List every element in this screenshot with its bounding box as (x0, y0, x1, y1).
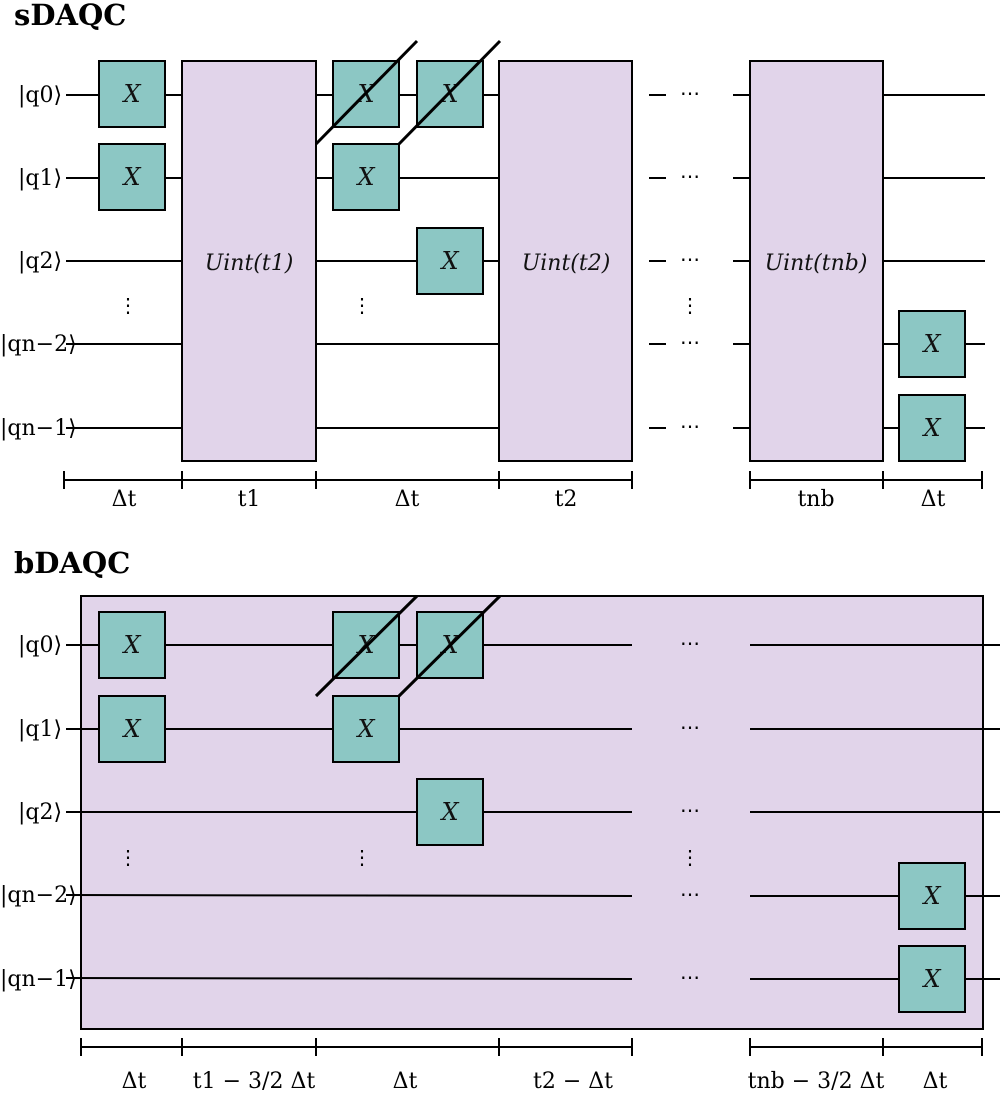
bdaqc-title: bDAQC (14, 546, 130, 580)
svg-text:⋮: ⋮ (680, 845, 700, 869)
x-gate (332, 143, 400, 211)
qubit-label-qn-2: |qn−2⟩ (0, 332, 77, 357)
x-gate (898, 310, 966, 378)
svg-text:X: X (355, 715, 375, 743)
time-label: t1 (238, 487, 261, 512)
time-label: t1 − 3/2 Δt (193, 1069, 316, 1094)
svg-text:⋯: ⋯ (680, 81, 700, 105)
sdaqc-title: sDAQC (14, 0, 126, 32)
bdaqc-gates: X X X X X X X X (98, 594, 966, 1013)
svg-text:X: X (921, 882, 941, 910)
svg-text:X: X (121, 80, 141, 108)
time-label: t2 (555, 487, 578, 512)
svg-text:⋯: ⋯ (680, 631, 700, 655)
svg-text:⋮: ⋮ (352, 293, 372, 317)
interaction-label-1: Uint(t1) (205, 251, 294, 276)
time-label: Δt (921, 487, 946, 512)
qubit-label-q1: |q1⟩ (18, 717, 62, 742)
time-label: tnb (797, 487, 834, 512)
svg-text:⋯: ⋯ (680, 164, 700, 188)
x-gate (98, 60, 166, 128)
x-gate (332, 695, 400, 763)
time-label: Δt (395, 487, 420, 512)
qubit-label-qn-2: |qn−2⟩ (0, 883, 77, 908)
qubit-label-qn-1: |qn−1⟩ (0, 416, 77, 441)
interaction-block-2 (498, 60, 633, 462)
bdaqc-qubit-labels: |q0⟩ |q1⟩ |q2⟩ |qn−2⟩ |qn−1⟩ (0, 633, 77, 992)
qubit-label-q2: |q2⟩ (18, 800, 62, 825)
svg-text:⋮: ⋮ (352, 845, 372, 869)
x-gate (898, 945, 966, 1013)
cancellation-slash (314, 39, 419, 146)
time-label: Δt (923, 1069, 948, 1094)
qubit-label-q2: |q2⟩ (18, 249, 62, 274)
sdaqc-time-axis: Δt t1 Δt t2 tnb Δt (63, 471, 983, 512)
svg-text:⋯: ⋯ (680, 965, 700, 989)
x-gate (898, 862, 966, 930)
sdaqc-ellipses: ⋮ ⋮ ⋮ ⋯ ⋯ ⋯ ⋯ ⋯ (118, 81, 700, 438)
svg-text:X: X (439, 798, 459, 826)
time-label: Δt (393, 1069, 418, 1094)
interaction-block-1 (181, 60, 317, 462)
x-gate (416, 227, 484, 295)
sdaqc-qubit-labels: |q0⟩ |q1⟩ |q2⟩ |qn−2⟩ |qn−1⟩ (0, 83, 77, 441)
svg-text:X: X (921, 965, 941, 993)
x-gate (98, 695, 166, 763)
time-label: tnb − 3/2 Δt (748, 1069, 885, 1094)
cancellation-slash (397, 39, 502, 146)
time-label: Δt (112, 487, 137, 512)
qubit-label-qn-1: |qn−1⟩ (0, 967, 77, 992)
time-label: t2 − Δt (533, 1069, 613, 1094)
cancellation-slash (397, 594, 502, 698)
time-label: Δt (122, 1069, 147, 1094)
svg-text:⋯: ⋯ (680, 715, 700, 739)
svg-text:X: X (921, 414, 941, 442)
svg-text:⋮: ⋮ (118, 293, 138, 317)
svg-text:X: X (121, 715, 141, 743)
svg-text:⋯: ⋯ (680, 330, 700, 354)
interaction-label-2: Uint(t2) (522, 251, 611, 276)
x-gate (98, 143, 166, 211)
bdaqc-time-axis: Δt t1 − 3/2 Δt Δt t2 − Δt tnb − 3/2 Δt Δ… (80, 1038, 983, 1094)
svg-text:⋯: ⋯ (680, 247, 700, 271)
qubit-label-q0: |q0⟩ (18, 83, 62, 108)
svg-text:⋮: ⋮ (118, 845, 138, 869)
qubit-label-q0: |q0⟩ (18, 633, 62, 658)
svg-text:X: X (921, 330, 941, 358)
bdaqc-ellipses: ⋮ ⋮ ⋮ ⋯ ⋯ ⋯ ⋯ ⋯ (118, 631, 700, 989)
svg-text:⋯: ⋯ (680, 882, 700, 906)
cancellation-slash (314, 594, 419, 698)
qubit-label-q1: |q1⟩ (18, 166, 62, 191)
x-gate (898, 394, 966, 462)
svg-text:X: X (439, 247, 459, 275)
svg-text:X: X (355, 163, 375, 191)
svg-text:⋯: ⋯ (680, 414, 700, 438)
svg-text:X: X (121, 163, 141, 191)
sdaqc-gates: X X X X X X X X (98, 39, 966, 462)
svg-text:X: X (121, 631, 141, 659)
svg-text:⋮: ⋮ (680, 293, 700, 317)
interaction-block-nb (749, 60, 884, 462)
x-gate (98, 611, 166, 679)
interaction-label-nb: Uint(tnb) (765, 251, 868, 276)
x-gate (416, 778, 484, 846)
svg-text:⋯: ⋯ (680, 798, 700, 822)
